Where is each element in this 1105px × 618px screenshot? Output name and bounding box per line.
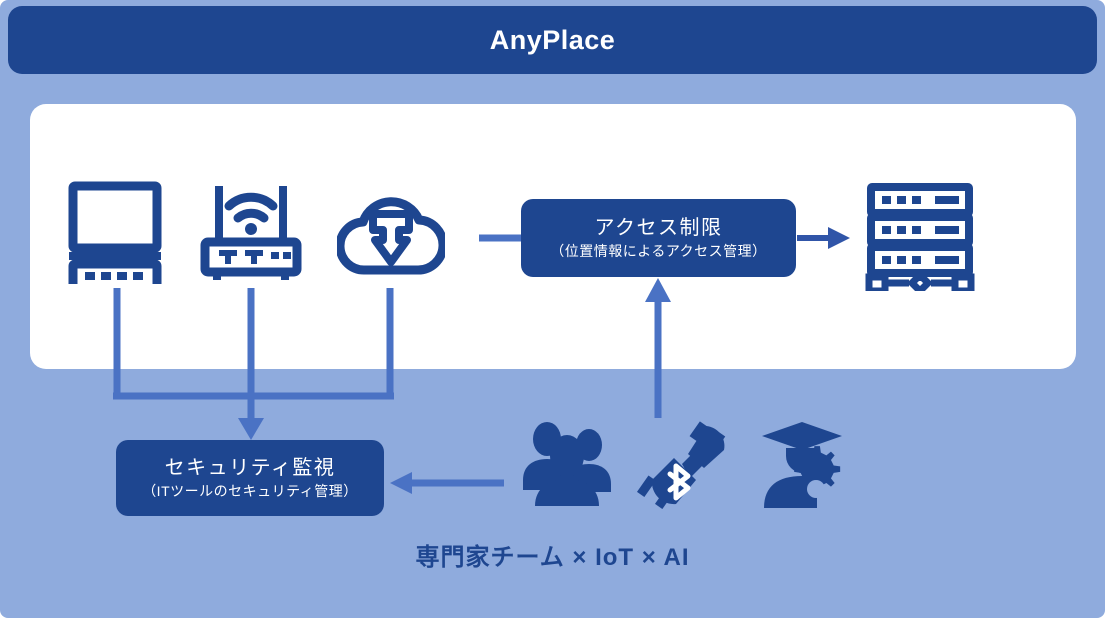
people-group-icon [521, 422, 615, 506]
laptop-icon [67, 180, 163, 284]
access-restriction-subtitle: （位置情報によるアクセス管理） [550, 243, 767, 260]
access-restriction-box[interactable]: アクセス制限 （位置情報によるアクセス管理） [521, 199, 796, 277]
access-restriction-title: アクセス制限 [594, 217, 723, 240]
cloud-download-icon [337, 190, 445, 276]
graduate-gear-icon [758, 420, 850, 508]
bluetooth-plug-icon [632, 420, 728, 510]
bottom-caption: 専門家チーム × IoT × AI [415, 544, 690, 571]
wifi-router-icon [199, 180, 303, 284]
security-monitoring-subtitle: （ITツールのセキュリティ管理） [142, 483, 358, 500]
security-monitoring-title: セキュリティ監視 [164, 457, 336, 480]
server-rack-icon [865, 183, 975, 291]
down-arrowhead [238, 418, 264, 440]
left-arrowhead [390, 472, 412, 494]
page-title: AnyPlace [489, 24, 616, 55]
header-bar: AnyPlace [8, 6, 1097, 74]
security-monitoring-box[interactable]: セキュリティ監視 （ITツールのセキュリティ管理） [116, 440, 384, 516]
